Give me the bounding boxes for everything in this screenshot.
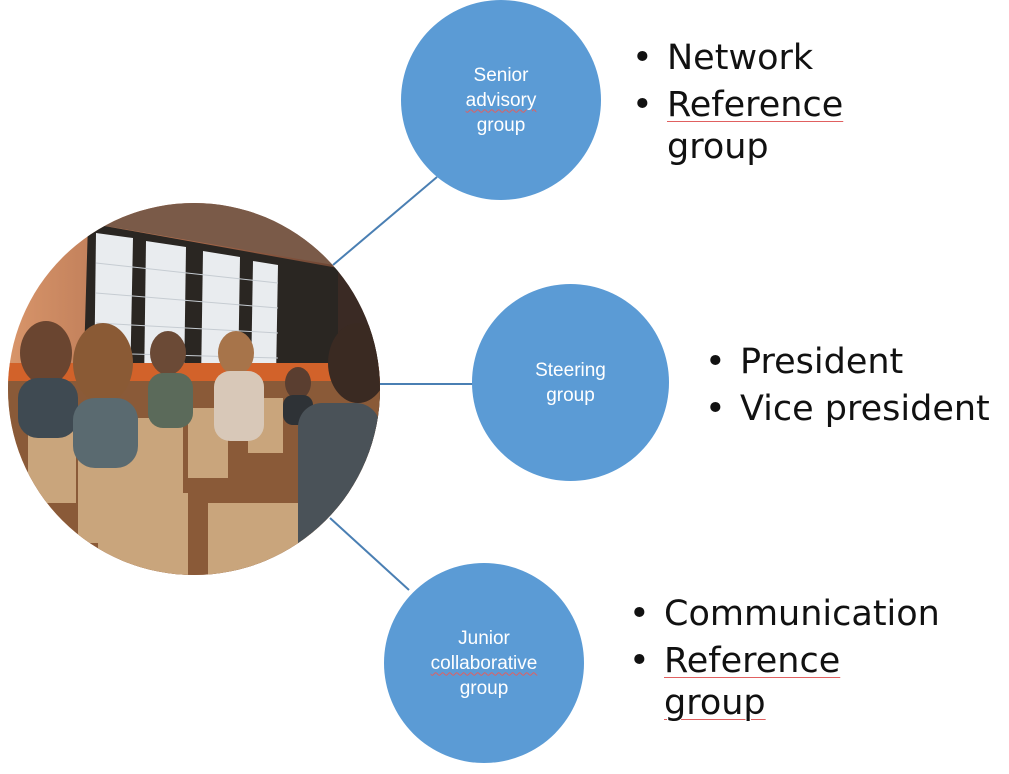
node-junior-collaborative-group: Junior collaborative group — [384, 563, 584, 763]
node-label: group — [546, 384, 595, 406]
connector-senior — [332, 176, 438, 266]
node-label: group — [476, 114, 526, 136]
list-item: President — [703, 341, 990, 383]
list-item: Communication — [627, 593, 940, 635]
node-label: collaborative — [430, 652, 538, 674]
node-label: advisory — [465, 89, 537, 111]
node-label: group — [459, 677, 509, 699]
list-item: Network — [630, 37, 843, 79]
node-steering-group: Steering group — [472, 284, 669, 481]
audience-photo — [8, 203, 380, 575]
steering-bullet-list: President Vice president — [703, 341, 990, 435]
node-label: Steering — [535, 359, 606, 381]
node-label: Senior — [473, 64, 529, 86]
list-item: Vice president — [703, 388, 990, 430]
connector-junior — [329, 517, 410, 591]
node-senior-advisory-group: Senior advisory group — [401, 0, 601, 200]
node-label: Junior — [458, 627, 510, 649]
